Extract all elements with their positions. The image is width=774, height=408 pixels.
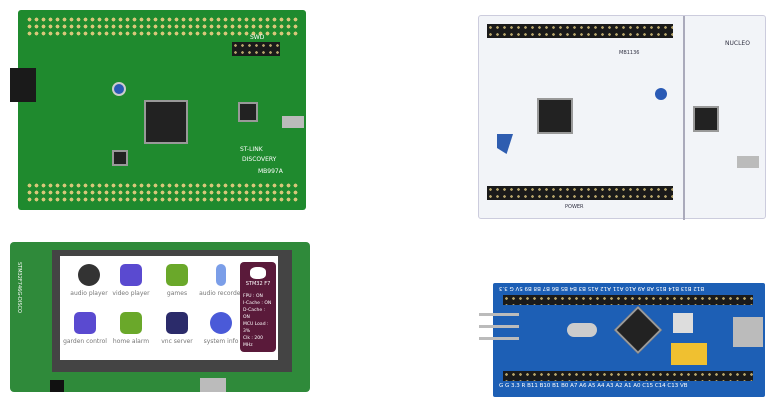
usb-connector xyxy=(282,116,304,128)
stm32f4-discovery-board: SWD ST-LINK DISCOVERY MB997A xyxy=(10,10,306,210)
micro-usb-connector xyxy=(733,317,763,347)
swd-pins xyxy=(479,313,519,349)
puzzle-icon xyxy=(166,264,188,286)
nucleo-board: NUCLEO POWER MB1136 xyxy=(478,15,766,220)
discovery-label: DISCOVERY xyxy=(242,156,277,163)
stlink-chip xyxy=(238,102,258,122)
top-pin-labels: B12 B13 B14 B15 A8 A9 A10 A11 A12 A15 B3… xyxy=(499,285,705,291)
app-vnc-server[interactable]: vnc server xyxy=(152,312,202,345)
microphone-icon xyxy=(216,264,226,286)
app-garden-control[interactable]: garden control xyxy=(60,312,110,345)
stm32f7-discovery-board: STM32F746G-DISCO audio player video play… xyxy=(10,242,310,392)
info-line: I-Cache : ON xyxy=(243,301,272,306)
board-id-label: MB997A xyxy=(258,168,283,175)
mcu-chip xyxy=(613,305,663,355)
butterfly-logo-icon xyxy=(250,267,266,279)
user-button xyxy=(655,88,667,100)
blue-pill-board: B12 B13 B14 B15 A8 A9 A10 A11 A12 A15 B3… xyxy=(479,283,765,397)
arduino-header-top xyxy=(487,24,673,38)
brand-label: STM32 F7 xyxy=(245,281,271,287)
app-audio-recorder[interactable]: audio recorder xyxy=(196,264,246,297)
swd-header xyxy=(232,42,280,56)
audio-jack xyxy=(10,68,36,102)
stlink-label: ST-LINK xyxy=(240,146,263,153)
reset-button xyxy=(673,313,693,333)
crystal xyxy=(567,323,597,337)
bottom-pin-header xyxy=(26,182,298,204)
video-icon xyxy=(120,264,142,286)
arduino-header-bottom xyxy=(487,186,673,200)
power-label: POWER xyxy=(565,204,584,210)
top-pin-header xyxy=(26,16,298,38)
app-video-player[interactable]: video player xyxy=(106,264,156,297)
headphones-icon xyxy=(78,264,100,286)
board-id-label: MB1136 xyxy=(619,50,640,56)
info-line: MCU Load : 3% xyxy=(243,322,269,334)
bottom-pin-header xyxy=(503,371,753,381)
info-line: FPU : ON xyxy=(243,294,263,299)
st-logo-icon xyxy=(497,134,513,154)
top-pin-header xyxy=(503,295,753,305)
app-games[interactable]: games xyxy=(152,264,202,297)
boot-jumpers xyxy=(671,343,707,365)
status-panel: STM32 F7 FPU : ON I-Cache : ON D-Cache :… xyxy=(240,262,276,352)
nucleo-label: NUCLEO xyxy=(725,40,750,47)
app-audio-player[interactable]: audio player xyxy=(64,264,114,297)
vnc-icon xyxy=(166,312,188,334)
board-label: STM32F746G-DISCO xyxy=(16,262,22,313)
bottom-pin-labels: G G 3.3 R B11 B10 B1 B0 A7 A6 A5 A4 A3 A… xyxy=(499,383,688,389)
ethernet-port xyxy=(200,378,226,392)
mcu-chip xyxy=(144,100,188,144)
app-system-info[interactable]: system info xyxy=(196,312,246,345)
info-line: D-Cache : ON xyxy=(243,308,266,320)
info-line: Clk : 200 MHz xyxy=(243,336,263,348)
camera-icon xyxy=(120,312,142,334)
app-home-alarm[interactable]: home alarm xyxy=(106,312,156,345)
lcd-screen: audio player video player games audio re… xyxy=(52,250,292,372)
user-button xyxy=(112,82,126,96)
faucet-icon xyxy=(74,312,96,334)
stlink-chip xyxy=(693,106,719,132)
usb-connector xyxy=(50,380,64,392)
swd-label: SWD xyxy=(250,34,265,41)
usb-connector xyxy=(737,156,759,168)
mcu-chip xyxy=(537,98,573,134)
audio-chip xyxy=(112,150,128,166)
info-icon xyxy=(210,312,232,334)
